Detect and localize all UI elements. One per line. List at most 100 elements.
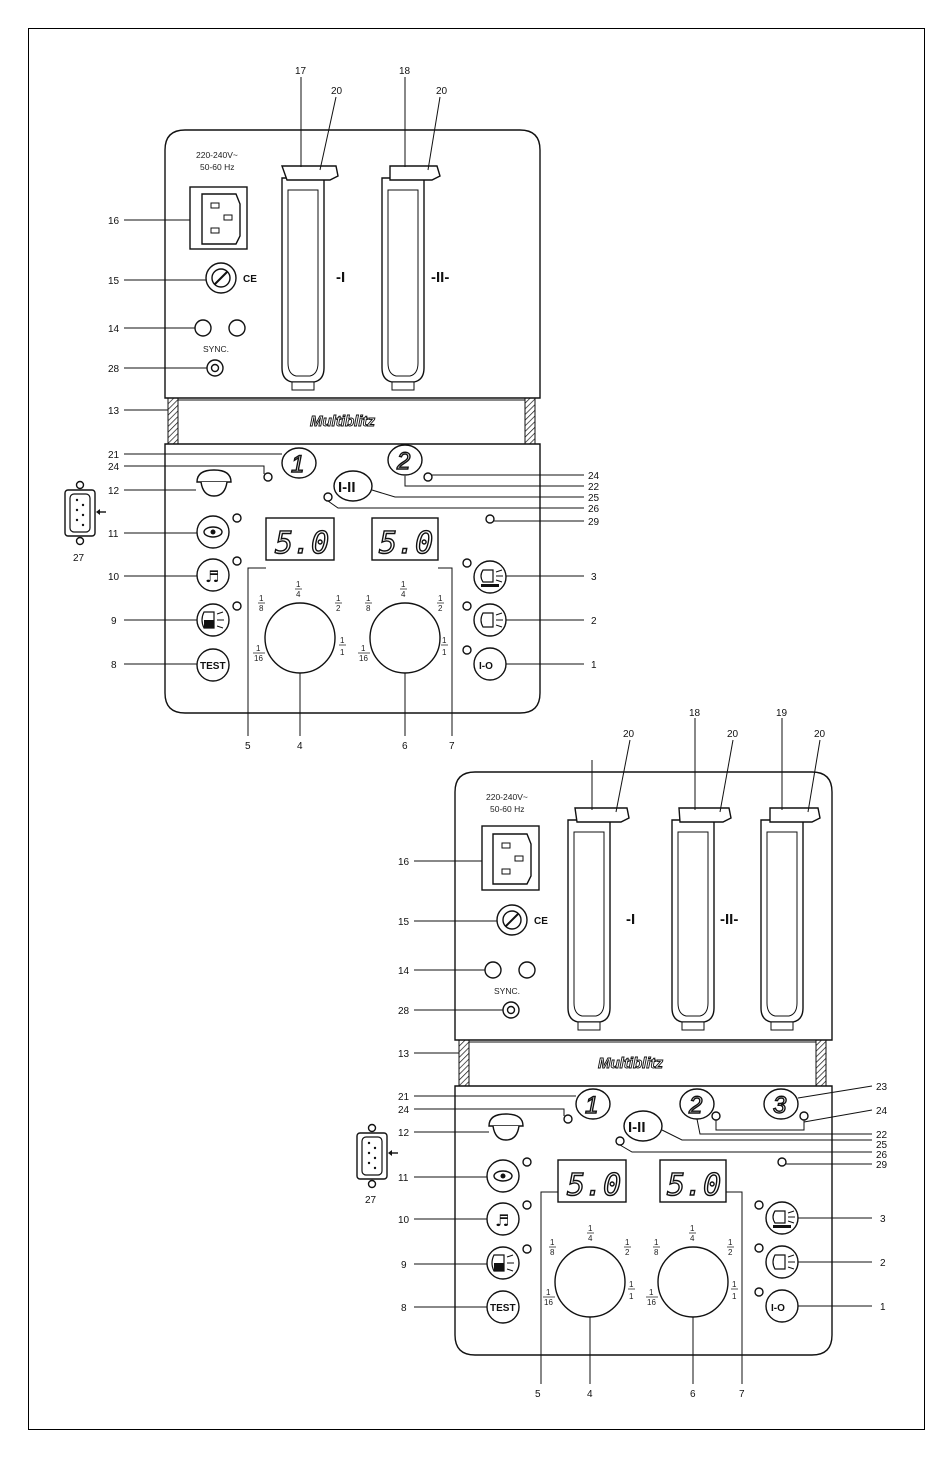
svg-text:11: 11: [398, 1173, 409, 1184]
svg-text:21: 21: [108, 450, 120, 461]
power-dial-1[interactable]: [554, 1246, 626, 1318]
svg-text:15: 15: [398, 917, 410, 928]
svg-text:1: 1: [625, 1238, 630, 1247]
svg-text:26: 26: [876, 1150, 888, 1161]
modeling-light-button[interactable]: [486, 1246, 520, 1280]
slot-channel-2[interactable]: [671, 807, 732, 1031]
svg-text:24: 24: [108, 462, 120, 473]
svg-text:5: 5: [535, 1389, 541, 1400]
combined-button[interactable]: I-II: [333, 470, 373, 502]
svg-text:16: 16: [398, 857, 410, 868]
eye-button[interactable]: [196, 515, 230, 549]
socket-14a[interactable]: [194, 319, 212, 337]
power-button[interactable]: I-O: [765, 1289, 799, 1323]
led-1: [754, 1287, 764, 1297]
svg-text:1: 1: [340, 648, 345, 657]
svg-text:19: 19: [776, 708, 788, 719]
svg-text:8: 8: [259, 604, 264, 613]
svg-text:16: 16: [544, 1298, 553, 1307]
sync-socket[interactable]: [206, 359, 224, 377]
socket-14a[interactable]: [484, 961, 502, 979]
hatched-support-right: [815, 1039, 827, 1087]
lamp-icon: [772, 1254, 786, 1270]
svg-text:16: 16: [647, 1298, 656, 1307]
svg-text:2: 2: [728, 1248, 733, 1257]
svg-text:9: 9: [111, 616, 117, 627]
power-socket[interactable]: [481, 825, 540, 891]
fuse-holder[interactable]: [205, 262, 237, 294]
led-11: [522, 1157, 532, 1167]
svg-text:7: 7: [449, 741, 455, 752]
svg-text:10: 10: [398, 1215, 410, 1226]
slot-channel-3[interactable]: [760, 807, 821, 1031]
led-24-right: [423, 472, 433, 482]
test-button[interactable]: TEST: [196, 648, 230, 682]
power-dial-2[interactable]: [657, 1246, 729, 1318]
sync-socket[interactable]: [502, 1001, 520, 1019]
flash-mode-button[interactable]: [765, 1245, 799, 1279]
svg-text:1: 1: [732, 1292, 737, 1301]
dial-2-scale: 18 14 12 116 11: [358, 580, 448, 663]
modeling-light-button[interactable]: [196, 603, 230, 637]
svg-text:8: 8: [550, 1248, 555, 1257]
slave-button[interactable]: [765, 1201, 799, 1235]
svg-text:8: 8: [654, 1248, 659, 1257]
svg-text:24: 24: [398, 1105, 410, 1116]
voltage-text: 220-240V~: [486, 792, 528, 802]
led-9: [522, 1244, 532, 1254]
slot-channel-1[interactable]: [567, 807, 630, 1031]
svg-text:1: 1: [256, 644, 261, 653]
led-24-right: [799, 1111, 809, 1121]
power-dial-2[interactable]: [369, 602, 441, 674]
svg-text:I-II: I-II: [628, 1119, 646, 1136]
svg-text:1: 1: [546, 1288, 551, 1297]
slave-button[interactable]: [473, 560, 507, 594]
svg-text:1: 1: [732, 1280, 737, 1289]
data-port[interactable]: [356, 1123, 398, 1189]
slot-channel-2[interactable]: [381, 165, 441, 391]
svg-text:24: 24: [876, 1106, 888, 1117]
data-port[interactable]: [64, 480, 106, 546]
sync-label: SYNC.: [203, 344, 229, 354]
callouts-1: 17 20 18 20 16 15 14 28 13 21 24 12 11 1…: [73, 66, 600, 752]
svg-text:24: 24: [588, 471, 600, 482]
svg-text:2: 2: [880, 1258, 886, 1269]
svg-text:18: 18: [399, 66, 411, 77]
svg-text:8: 8: [111, 660, 117, 671]
slot-channel-1[interactable]: [281, 165, 339, 391]
lamp-icon: [772, 1210, 786, 1224]
svg-text:3: 3: [880, 1214, 886, 1225]
svg-text:5.0: 5.0: [379, 526, 433, 561]
flash-mode-button[interactable]: [473, 603, 507, 637]
led-3: [462, 558, 472, 568]
power-dial-1[interactable]: [264, 602, 336, 674]
lamp-icon: [480, 612, 494, 628]
svg-text:4: 4: [588, 1234, 593, 1243]
led-26: [323, 492, 333, 502]
socket-14b[interactable]: [518, 961, 536, 979]
led-2: [754, 1243, 764, 1253]
flash-number-1: 1: [575, 1088, 611, 1120]
test-button[interactable]: TEST: [486, 1290, 520, 1324]
svg-text:1: 1: [259, 594, 264, 603]
socket-14b[interactable]: [228, 319, 246, 337]
eye-button[interactable]: [486, 1159, 520, 1193]
svg-text:22: 22: [588, 482, 600, 493]
led-10: [232, 556, 242, 566]
combined-button[interactable]: I-II: [623, 1110, 663, 1142]
svg-text:1: 1: [442, 648, 447, 657]
led-3: [754, 1200, 764, 1210]
sound-button[interactable]: ♬: [486, 1202, 520, 1236]
channel-label-2: -II-: [720, 911, 738, 928]
power-socket[interactable]: [189, 186, 248, 250]
callouts-2: 20 18 20 19 20 16 15 14 28 13 21 24 12 1…: [365, 708, 888, 1400]
fuse-holder[interactable]: [496, 904, 528, 936]
svg-text:26: 26: [588, 504, 600, 515]
svg-text:I-II: I-II: [338, 479, 356, 496]
svg-text:29: 29: [876, 1160, 888, 1171]
svg-text:2: 2: [625, 1248, 630, 1257]
led-10: [522, 1200, 532, 1210]
power-button[interactable]: I-O: [473, 647, 507, 681]
sound-button[interactable]: ♬: [196, 558, 230, 592]
